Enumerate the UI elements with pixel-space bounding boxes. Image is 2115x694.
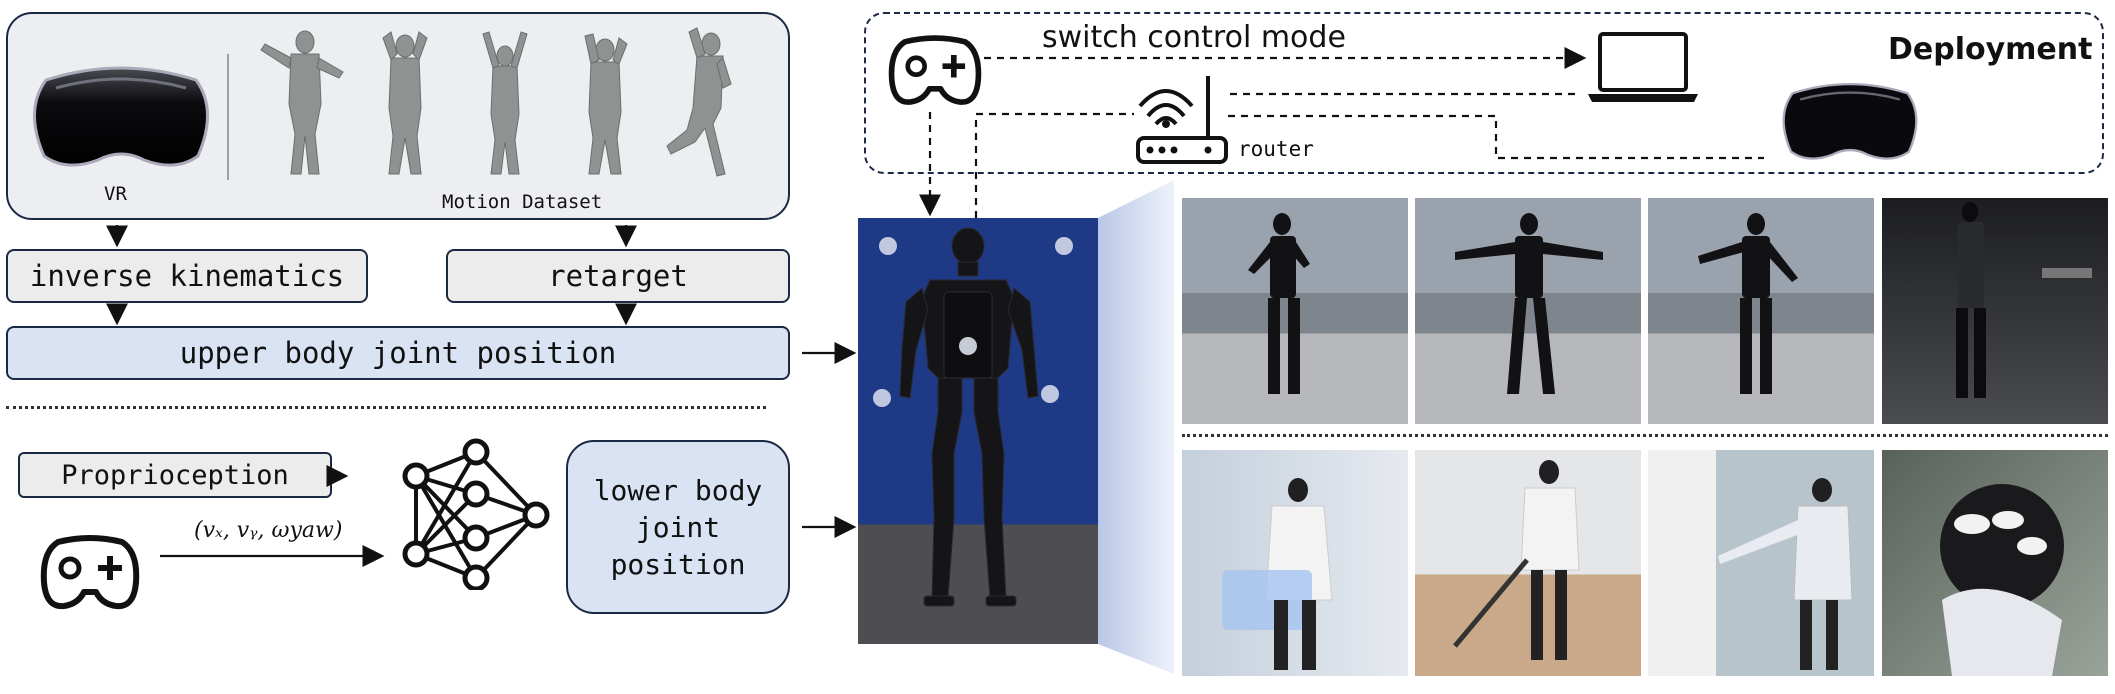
- router-icon: [1134, 72, 1230, 168]
- demo-photo-4: [1882, 198, 2108, 424]
- demo-photo-2: [1415, 198, 1641, 424]
- demo-photo-5: [1182, 450, 1408, 676]
- vr-label: VR: [104, 183, 127, 205]
- motion-dataset-figures: [250, 24, 770, 184]
- robot-photo: [858, 218, 1098, 644]
- velocity-command-text: (vₓ, vᵧ, ωyaw): [194, 518, 343, 543]
- demo-photo-1: [1182, 198, 1408, 424]
- lower-body-line-3: position: [610, 547, 746, 581]
- demo-photo-6: [1415, 450, 1641, 676]
- section-separator: [6, 406, 766, 409]
- demo-photo-7: [1648, 450, 1874, 676]
- switch-control-mode-label: switch control mode: [1042, 20, 1346, 55]
- deployment-title: Deployment: [1888, 32, 2093, 67]
- neural-network-icon: [396, 438, 556, 590]
- deployment-gamepad-icon: [888, 32, 982, 108]
- deployment-panel: [864, 12, 2104, 174]
- gamepad-icon: [40, 532, 140, 612]
- deployment-vr-headset-icon: [1770, 78, 1930, 170]
- grid-separator: [1182, 434, 2108, 437]
- lower-body-line-2: joint: [635, 510, 721, 544]
- velocity-command-label: (vₓ, vᵧ, ωyaw): [194, 518, 342, 543]
- inverse-kinematics-box: inverse kinematics: [6, 249, 368, 303]
- laptop-icon: [1584, 30, 1702, 104]
- retarget-box: retarget: [446, 249, 790, 303]
- lower-body-line-1: lower body: [593, 473, 763, 507]
- vr-headset-icon: [26, 60, 216, 180]
- router-label: router: [1238, 137, 1314, 161]
- demo-photo-8: [1882, 450, 2108, 676]
- proprioception-box: Proprioception: [18, 452, 332, 498]
- upper-body-joint-position-label: upper body joint position: [179, 336, 617, 370]
- panel-divider: [227, 54, 229, 180]
- proprioception-label: Proprioception: [61, 459, 289, 491]
- upper-body-joint-position-box: upper body joint position: [6, 326, 790, 380]
- retarget-label: retarget: [548, 259, 688, 293]
- zoom-wedge: [1098, 180, 1174, 674]
- motion-dataset-label: Motion Dataset: [442, 191, 603, 213]
- demo-photo-3: [1648, 198, 1874, 424]
- inverse-kinematics-label: inverse kinematics: [29, 259, 345, 293]
- lower-body-joint-position-box: lower body joint position: [566, 440, 790, 614]
